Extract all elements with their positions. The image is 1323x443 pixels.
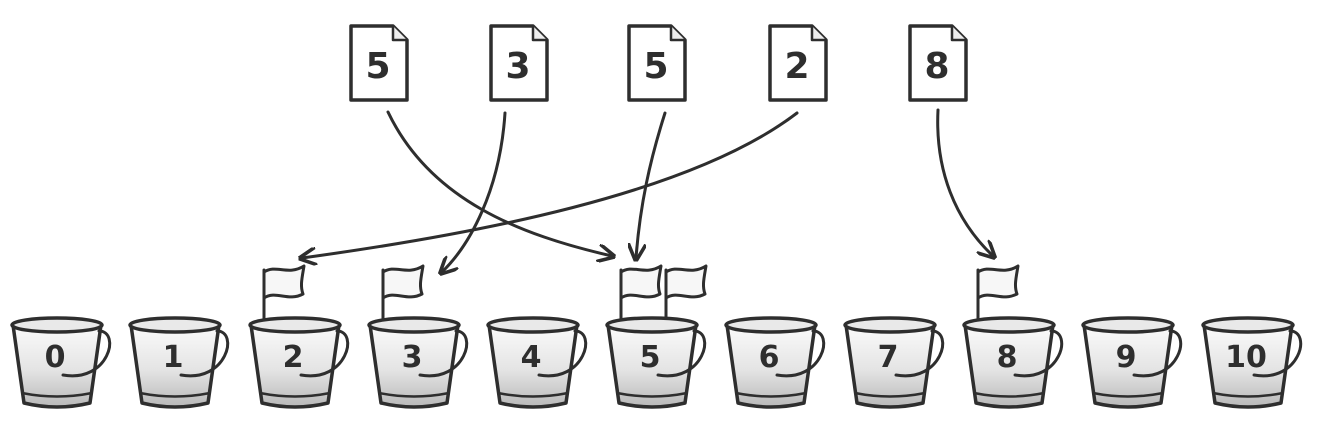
bucket: 3 [367,316,469,409]
bucket-handle [418,329,469,378]
bucket-icon [725,323,817,409]
bucket-rim [605,316,699,334]
bucket-band [973,391,1045,398]
bucket-handle [537,329,588,378]
bucket: 8 [962,316,1064,409]
assignment-arrow [386,110,612,256]
bucket-rim [1201,316,1295,334]
bucket-label: 9 [1116,340,1137,375]
bucket-label: 1 [163,340,184,375]
bucket-band [259,391,331,398]
bucket-rim [248,316,342,334]
bucket: 5 [605,316,707,409]
document: 8 [908,24,968,102]
bucket-icon [249,323,341,409]
bucket: 2 [248,316,350,409]
document-label: 3 [505,46,530,87]
arrows-layer [302,108,993,272]
assignment-arrow [936,108,993,256]
bucket: 9 [1081,316,1183,409]
bucket-handle [1252,329,1303,378]
bucket-icon [1202,323,1294,409]
documents-row: 5 3 5 2 8 [349,24,968,102]
bucket-rim [843,316,937,334]
bucket-label: 4 [521,340,542,375]
bucket-rim [486,316,580,334]
document: 5 [627,24,687,102]
bucket-rim [10,316,104,334]
bucket-label: 3 [402,340,423,375]
document: 3 [489,24,549,102]
bucket: 4 [486,316,588,409]
bucket-band [497,391,569,398]
document-icon [349,24,409,102]
bucket-icon [11,323,103,409]
bucket: 1 [128,316,230,409]
document-icon [627,24,687,102]
bucket-rim [367,316,461,334]
document-fold [810,26,826,42]
document-fold [950,26,966,42]
bucket-label: 6 [759,340,780,375]
document: 5 [349,24,409,102]
bucket-icon [1082,323,1174,409]
assignment-arrow [302,111,799,258]
bucket-handle [775,329,826,378]
bucket-icon [368,323,460,409]
bucket-label: 5 [640,340,661,375]
bucket: 7 [843,316,945,409]
bucket-band [735,391,807,398]
bucket-handle [61,329,112,378]
document-label: 2 [784,46,809,87]
bucket-rim [128,316,222,334]
document-icon [489,24,549,102]
bucket-label: 10 [1225,340,1267,375]
document-label: 5 [643,46,668,87]
bucket-band [1092,391,1164,398]
assignment-arrow [636,111,667,258]
bucket-handle [299,329,350,378]
bucket-handle [894,329,945,378]
document-fold [391,26,407,42]
document-icon [768,24,828,102]
bucket-icon [963,323,1055,409]
bucket: 10 [1201,316,1303,409]
bucket-label: 7 [878,340,899,375]
bucket-icon [487,323,579,409]
assignment-arrow [442,111,507,272]
bucket-band [1212,391,1284,398]
bucket-rim [1081,316,1175,334]
bucket-band [854,391,926,398]
bucket-label: 8 [997,340,1018,375]
document-label: 5 [365,46,390,87]
bucket-label: 0 [45,340,66,375]
bucket-rim [962,316,1056,334]
bucket: 6 [724,316,826,409]
bucket: 0 [10,316,112,409]
bucket-band [21,391,93,398]
bucket-icon [606,323,698,409]
document-fold [531,26,547,42]
bucket-handle [179,329,230,378]
bucket-icon [129,323,221,409]
document-icon [908,24,968,102]
bucket-band [616,391,688,398]
flag-icon [381,264,425,332]
buckets-row: 0 1 2 3 4 5 6 7 8 9 10 [10,316,1303,409]
bucket-band [139,391,211,398]
bucket-handle [1013,329,1064,378]
bucket-label: 2 [283,340,304,375]
bucket-band [378,391,450,398]
document: 2 [768,24,828,102]
document-label: 8 [924,46,949,87]
document-fold [669,26,685,42]
bucket-rim [724,316,818,334]
bucket-icon [844,323,936,409]
bucket-handle [656,329,707,378]
bucket-handle [1132,329,1183,378]
